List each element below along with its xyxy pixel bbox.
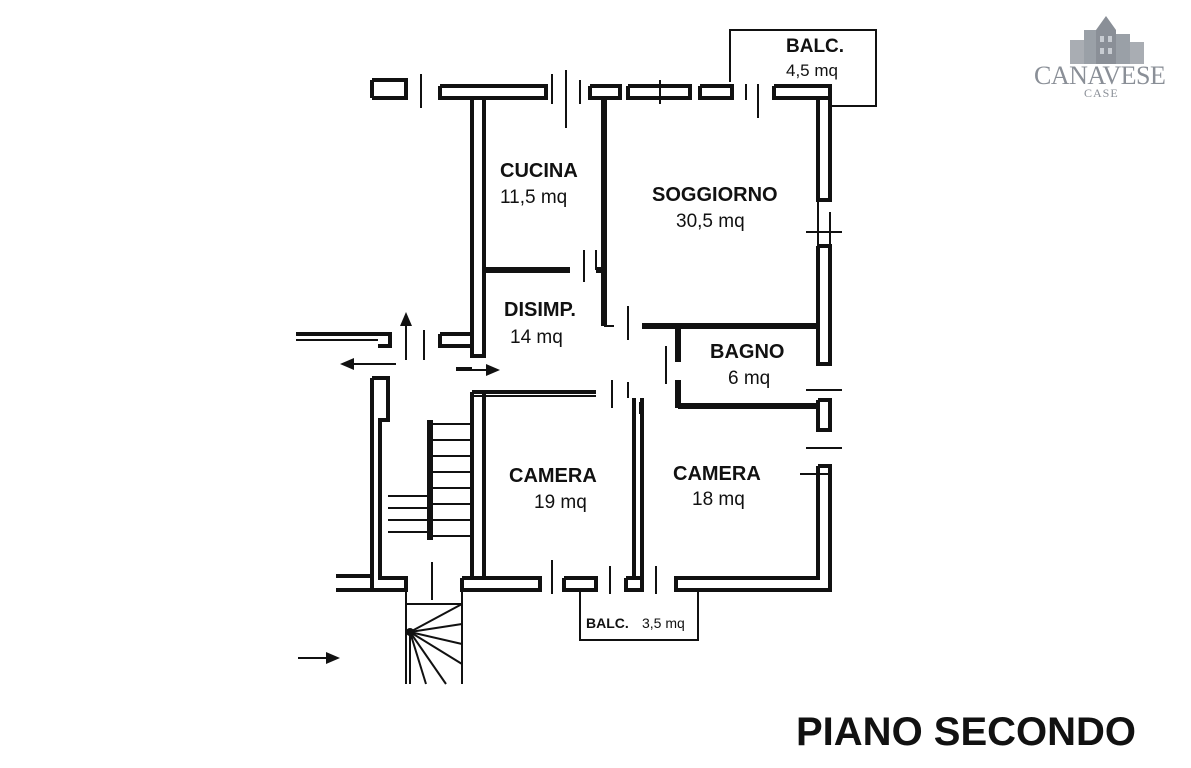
room-area-disimp: 14 mq: [510, 327, 563, 348]
spiral-staircase-icon: [406, 603, 463, 685]
room-name-disimp: DISIMP.: [504, 299, 576, 321]
room-name-balc-bottom: BALC.: [586, 615, 629, 631]
room-name-cucina: CUCINA: [500, 160, 578, 182]
room-area-soggiorno: 30,5 mq: [676, 211, 745, 232]
room-area-camera-1: 19 mq: [534, 492, 587, 513]
arrow-right-icon: [298, 652, 340, 664]
room-name-camera-1: CAMERA: [509, 465, 597, 487]
room-name-bagno: BAGNO: [710, 341, 784, 363]
room-area-cucina: 11,5 mq: [500, 187, 567, 208]
room-area-balc-top: 4,5 mq: [786, 61, 838, 80]
room-area-balc-bottom: 3,5 mq: [642, 615, 685, 631]
arrow-left-icon: [340, 358, 396, 370]
room-name-soggiorno: SOGGIORNO: [652, 184, 778, 206]
staircase-icon: [388, 423, 472, 537]
logo-name: CANAVESE: [1034, 61, 1165, 90]
walls: [296, 70, 842, 684]
room-name-camera-2: CAMERA: [673, 463, 761, 485]
logo-sub: CASE: [1084, 86, 1119, 100]
balcony-bottom: [579, 590, 699, 641]
room-name-balc-top: BALC.: [786, 36, 844, 57]
floor-title: PIANO SECONDO: [796, 710, 1136, 754]
room-area-camera-2: 18 mq: [692, 489, 745, 510]
room-area-bagno: 6 mq: [728, 368, 770, 389]
building-logo-icon: [1070, 16, 1144, 64]
arrow-right-icon: [456, 364, 500, 376]
arrow-up-icon: [400, 312, 412, 360]
